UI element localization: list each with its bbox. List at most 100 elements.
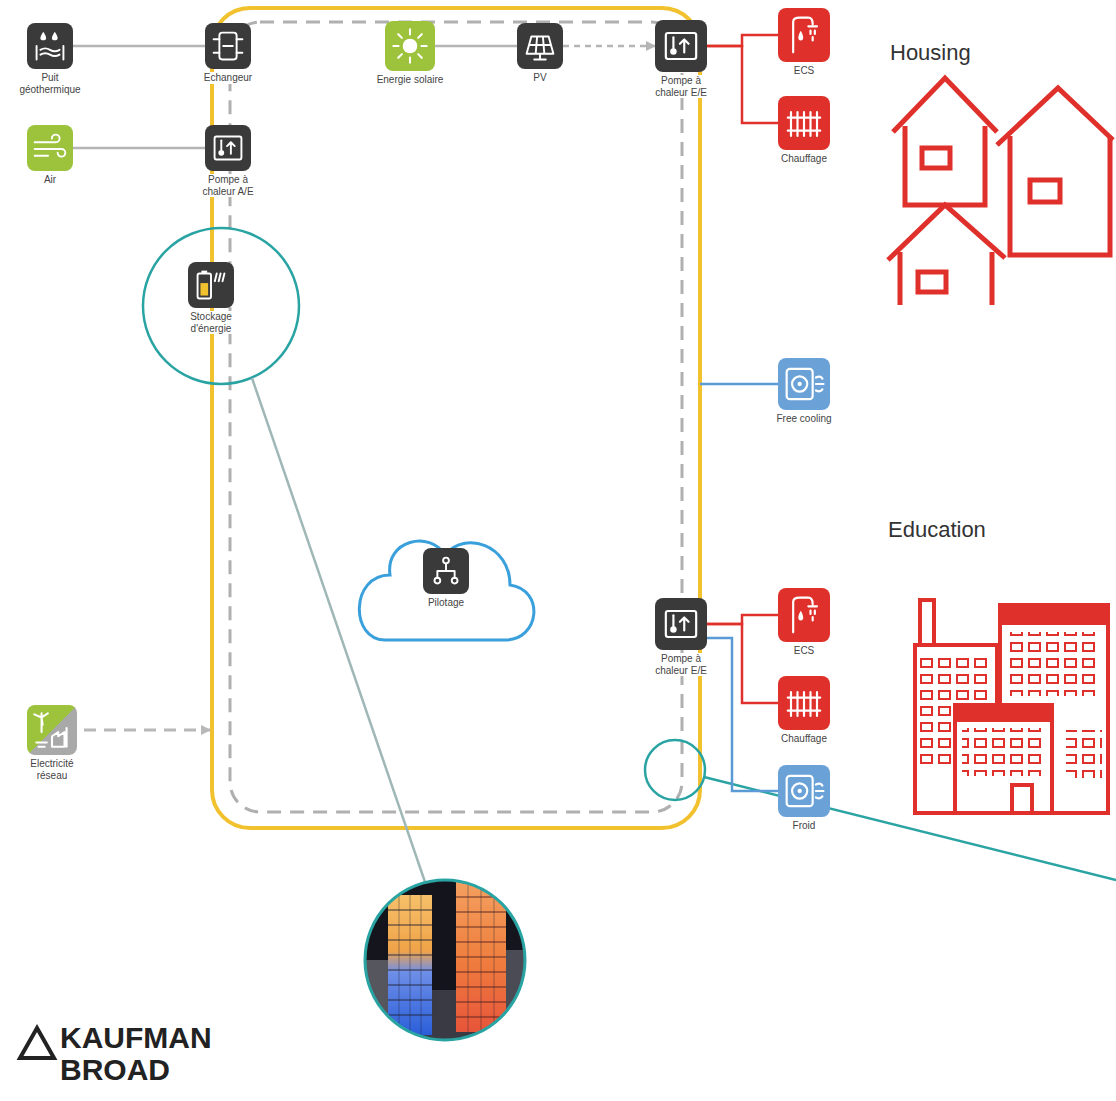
connector xyxy=(563,45,655,48)
drawing-part xyxy=(792,376,807,391)
housing-illustration xyxy=(888,78,1113,310)
drawing-part xyxy=(200,283,208,295)
drawing-part xyxy=(1008,632,1100,696)
drawing-part xyxy=(403,39,418,54)
connector xyxy=(707,624,778,703)
drawing-part xyxy=(793,598,817,633)
education-illustration xyxy=(915,600,1108,813)
brand-logo: KAUFMAN BROAD xyxy=(60,1022,240,1085)
drawing-part xyxy=(955,720,1052,813)
connector xyxy=(707,35,778,46)
drawing-part xyxy=(214,39,243,52)
connector xyxy=(73,45,205,48)
heat-pump-icon: Pompe à chaleur A/E xyxy=(205,125,251,171)
node-label: Pompe à chaleur E/E xyxy=(649,653,713,676)
icon-symbol xyxy=(205,125,251,171)
drawing-part xyxy=(920,600,934,645)
icon-symbol xyxy=(27,705,77,755)
node-label: Chauffage xyxy=(780,733,828,745)
icon-symbol xyxy=(205,23,251,69)
cooling-wire xyxy=(700,383,778,386)
storage-photo xyxy=(360,875,530,1045)
grid-arrow xyxy=(84,729,210,732)
drawing-part xyxy=(666,33,696,59)
drawing-part xyxy=(666,611,696,637)
drawing-part xyxy=(816,784,824,799)
drawing-part xyxy=(798,382,802,386)
node-label: Pilotage xyxy=(427,597,465,609)
drawing-part xyxy=(798,611,803,621)
icon-symbol xyxy=(778,96,830,150)
icon-symbol xyxy=(778,588,830,642)
solar-icon: Energie solaire xyxy=(385,21,435,71)
connector xyxy=(707,615,778,624)
drawing-part xyxy=(227,142,235,154)
group-title: Education xyxy=(888,517,986,543)
drawing-part xyxy=(527,36,554,59)
label-holder: Housing xyxy=(890,40,971,66)
icon-symbol xyxy=(778,765,830,817)
drawing-part xyxy=(680,40,689,53)
connector xyxy=(707,46,778,123)
drawing-part xyxy=(215,274,225,282)
callout-circle xyxy=(645,740,705,800)
node-label: Echangeur xyxy=(203,72,253,84)
drawing-part xyxy=(198,274,211,299)
drawing-part xyxy=(811,31,815,41)
node-label: PV xyxy=(532,72,547,84)
drawing-part xyxy=(37,46,64,59)
drawing-part xyxy=(1010,136,1110,255)
icon-symbol xyxy=(385,21,435,71)
photo-frame xyxy=(365,880,525,1040)
hot-water-icon: ECS xyxy=(778,588,830,642)
air-icon: Air xyxy=(27,125,73,171)
drawing-part xyxy=(922,148,950,168)
node-label: Puit géothermique xyxy=(14,72,86,95)
drawing-part xyxy=(893,78,997,132)
connector xyxy=(73,147,205,150)
group-title: Housing xyxy=(890,40,971,66)
drawing-part xyxy=(811,611,815,621)
drawing-part xyxy=(816,377,824,392)
node-label: Chauffage xyxy=(780,153,828,165)
node-label: ECS xyxy=(793,65,816,77)
logo-mark xyxy=(20,1028,54,1058)
drawing-part xyxy=(680,618,689,631)
drawing-part xyxy=(672,37,674,48)
icon-symbol xyxy=(655,20,707,72)
drawing-part xyxy=(1012,785,1032,813)
drawing-part xyxy=(220,140,222,150)
node-label: Energie solaire xyxy=(376,74,445,86)
connector xyxy=(435,45,517,48)
drawing-part xyxy=(798,789,802,793)
drawing-part xyxy=(1030,180,1060,202)
cooling-icon: Free cooling xyxy=(778,358,830,410)
drawing-part xyxy=(900,205,992,252)
label-holder: KAUFMAN BROAD xyxy=(60,1022,240,1085)
heating-icon: Chauffage xyxy=(778,96,830,150)
node-label: ECS xyxy=(793,645,816,657)
drawing-part xyxy=(955,705,1052,720)
hot-water-icon: ECS xyxy=(778,8,830,62)
drawing-part xyxy=(437,563,454,577)
energy-loop-dashed xyxy=(230,22,682,812)
node-label: Pompe à chaleur A/E xyxy=(196,174,260,197)
drawing-part xyxy=(360,875,530,1045)
drawing-part xyxy=(905,126,985,205)
drawing-part xyxy=(900,250,992,310)
drawing-part xyxy=(900,252,992,305)
node-label: Free cooling xyxy=(775,413,832,425)
callout-circle xyxy=(143,228,299,384)
drawing-part xyxy=(793,18,817,53)
icon-symbol xyxy=(778,8,830,62)
heat-pump-icon: Pompe à chaleur E/E xyxy=(655,598,707,650)
icon-symbol xyxy=(188,262,234,308)
heating-icon: Chauffage xyxy=(778,676,830,730)
storage-icon: Stockage d'énergie xyxy=(188,262,234,308)
drawing-part xyxy=(798,31,803,41)
drawing-part xyxy=(35,135,66,157)
